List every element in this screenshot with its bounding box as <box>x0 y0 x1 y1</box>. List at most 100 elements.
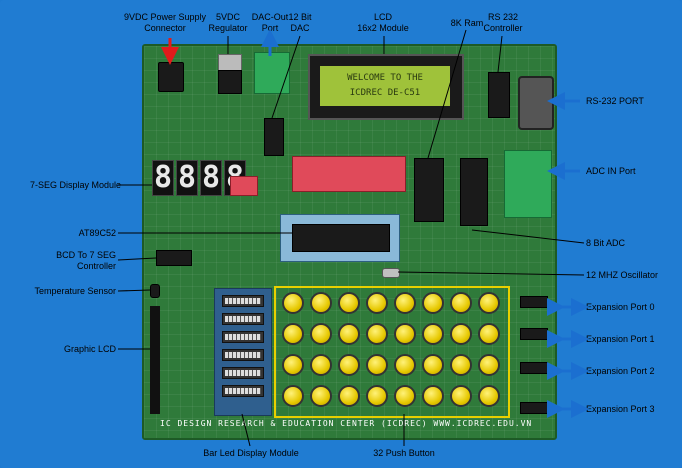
adc8-line <box>471 229 585 244</box>
barled-line <box>241 413 251 447</box>
label-bcd-line2: Controller <box>76 261 116 271</box>
push-button[interactable] <box>422 292 444 314</box>
bar-led <box>222 313 264 325</box>
push-button[interactable] <box>394 385 416 407</box>
bar-led <box>222 295 264 307</box>
push-button[interactable] <box>282 292 304 314</box>
push-button[interactable] <box>450 323 472 345</box>
push-button[interactable] <box>366 323 388 345</box>
label-rs232-controller-line2: Controller <box>483 23 523 33</box>
push-button[interactable] <box>478 292 500 314</box>
ram-line <box>427 29 467 159</box>
board-footer-text: IC DESIGN RESEARCH & EDUCATION CENTER (I… <box>160 419 533 428</box>
push-button[interactable] <box>338 323 360 345</box>
oscillator <box>382 268 400 278</box>
lcd-module: WELCOME TO THE ICDREC DE-C51 <box>308 54 464 120</box>
push-button[interactable] <box>338 292 360 314</box>
rs232-controller-chip <box>488 72 510 118</box>
label-regulator-line2: Regulator <box>208 23 248 33</box>
seg-digit-3: 8 <box>200 160 222 196</box>
label-dac-out: DAC-Out Port <box>250 12 290 34</box>
push-button[interactable] <box>366 292 388 314</box>
push-button[interactable] <box>394 292 416 314</box>
push-button[interactable] <box>282 323 304 345</box>
push-button[interactable] <box>478 385 500 407</box>
lcd-line2: ICDREC DE-C51 <box>349 88 421 98</box>
label-rs232-port: RS-232 PORT <box>586 96 644 106</box>
osc-line <box>397 271 585 276</box>
push-button[interactable] <box>422 385 444 407</box>
push-button[interactable] <box>422 323 444 345</box>
bar-led <box>222 367 264 379</box>
label-power: 9VDC Power Supply Connector <box>120 12 210 34</box>
dip-switch-block[interactable] <box>292 156 406 192</box>
adc-chip <box>460 158 488 226</box>
label-rs232-controller-line1: RS 232 <box>487 12 519 22</box>
bar-led <box>222 331 264 343</box>
label-rs232-controller: RS 232 Controller <box>478 12 528 34</box>
at89c52-chip <box>292 224 390 252</box>
push-button[interactable] <box>450 354 472 376</box>
label-barled: Bar Led Display Module <box>203 448 299 458</box>
label-lcd-line1: LCD <box>373 12 392 22</box>
bcd-controller-chip <box>156 250 192 266</box>
push-button[interactable] <box>310 292 332 314</box>
temp-sensor <box>150 284 160 298</box>
push-button[interactable] <box>450 385 472 407</box>
push-button[interactable] <box>338 354 360 376</box>
label-ram: 8K Ram <box>450 18 484 28</box>
push-button[interactable] <box>394 354 416 376</box>
bcd-line <box>117 257 157 261</box>
label-adc-in: ADC IN Port <box>586 166 636 176</box>
dac-out-terminal <box>254 52 290 94</box>
push-button[interactable] <box>310 323 332 345</box>
label-dac-out-line2: Port <box>261 23 279 33</box>
push-button[interactable] <box>450 292 472 314</box>
label-lcd-line2: 16x2 Module <box>357 23 409 33</box>
label-regulator-line1: 5VDC <box>215 12 240 22</box>
bar-led <box>222 349 264 361</box>
push-button[interactable] <box>338 385 360 407</box>
label-at89: AT89C52 <box>78 228 116 238</box>
label-exp0: Expansion Port 0 <box>586 302 655 312</box>
push-button[interactable] <box>478 323 500 345</box>
label-exp2: Expansion Port 2 <box>586 366 655 376</box>
label-dac-out-line1: DAC-Out <box>251 12 289 22</box>
push-button[interactable] <box>282 354 304 376</box>
adc-in-terminal <box>504 150 552 218</box>
push-button-grid <box>274 286 510 418</box>
push-button[interactable] <box>394 323 416 345</box>
rs232c-line <box>497 35 503 73</box>
seg-digit-2: 8 <box>176 160 198 196</box>
push-button[interactable] <box>366 354 388 376</box>
bar-led-module <box>214 288 272 416</box>
push-button[interactable] <box>282 385 304 407</box>
push-button[interactable] <box>366 385 388 407</box>
seg-digit-1: 8 <box>152 160 174 196</box>
lcd-screen: WELCOME TO THE ICDREC DE-C51 <box>320 66 450 106</box>
lcd-line1: WELCOME TO THE <box>347 73 423 83</box>
push-button[interactable] <box>422 354 444 376</box>
label-regulator: 5VDC Regulator <box>206 12 250 34</box>
graphic-lcd-connector <box>150 306 160 414</box>
label-dac-line1: 12 Bit <box>288 12 312 22</box>
dip-switch-small[interactable] <box>230 176 258 196</box>
regulator-chip <box>218 70 242 94</box>
label-bcd: BCD To 7 SEG Controller <box>50 250 116 272</box>
push-button[interactable] <box>310 385 332 407</box>
push-button[interactable] <box>478 354 500 376</box>
label-dac-line2: DAC <box>290 23 310 33</box>
push-button[interactable] <box>310 354 332 376</box>
label-power-line1: 9VDC Power Supply <box>123 12 207 22</box>
label-adc8: 8 Bit ADC <box>586 238 626 248</box>
bar-led <box>222 385 264 397</box>
label-exp1: Expansion Port 1 <box>586 334 655 344</box>
label-seg7: 7-SEG Display Module <box>30 180 122 190</box>
label-power-line2: Connector <box>144 23 186 33</box>
label-exp3: Expansion Port 3 <box>586 404 655 414</box>
label-push: 32 Push Button <box>373 448 435 458</box>
label-bcd-line1: BCD To 7 SEG <box>56 250 116 260</box>
dac-line <box>271 35 301 119</box>
label-dac: 12 Bit DAC <box>285 12 315 34</box>
